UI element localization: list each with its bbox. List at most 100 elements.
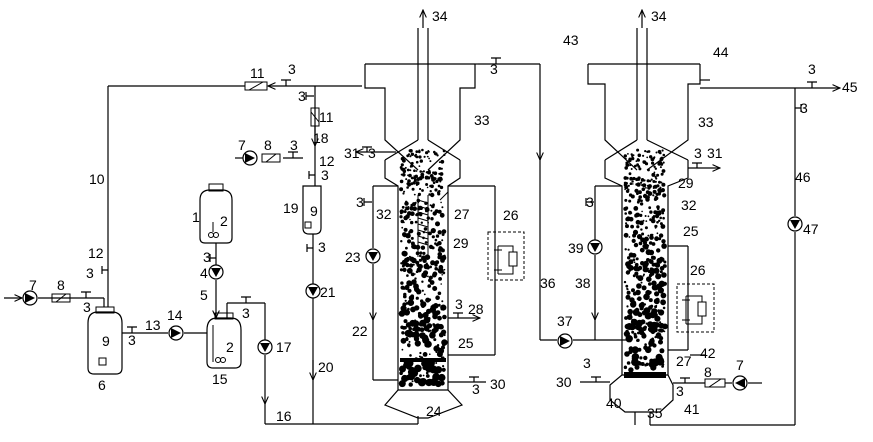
media-granule: [628, 157, 632, 161]
pump-39: [587, 239, 603, 255]
media-granule: [431, 204, 435, 209]
reactor-1: [364, 10, 478, 419]
media-granule: [426, 216, 430, 220]
label-20: 20: [318, 359, 334, 375]
media-granule: [442, 365, 445, 368]
media-granule: [637, 265, 643, 271]
media-granule: [405, 374, 411, 381]
media-granule: [644, 293, 649, 298]
media-granule: [660, 281, 666, 287]
label-34b: 34: [651, 8, 667, 24]
media-granule: [659, 321, 662, 324]
label-23: 23: [345, 249, 361, 265]
media-granule: [652, 326, 658, 333]
label-27a: 27: [454, 206, 470, 222]
media-granule: [425, 374, 430, 378]
media-granule: [637, 331, 640, 335]
media-granule: [641, 285, 647, 291]
media-granule: [430, 209, 433, 212]
label-13: 13: [145, 317, 161, 333]
media-granule: [640, 228, 643, 231]
media-granule: [408, 263, 414, 268]
media-granule: [436, 268, 439, 271]
label-34: 34: [432, 8, 448, 24]
reactor-2: [587, 10, 840, 425]
media-granule: [654, 315, 661, 322]
media-granule: [440, 159, 445, 164]
media-granule: [427, 284, 432, 288]
media-granule: [627, 184, 630, 187]
media-granule: [635, 160, 638, 163]
media-granule: [407, 299, 415, 307]
media-granule: [414, 201, 417, 204]
media-granule: [410, 220, 414, 225]
media-granule: [653, 184, 658, 189]
media-granule: [639, 202, 644, 206]
media-granule: [441, 274, 444, 276]
media-granule: [407, 239, 412, 244]
media-granule: [632, 154, 635, 157]
media-granule: [427, 323, 433, 329]
media-granule: [625, 270, 631, 275]
media-granule: [653, 156, 656, 159]
label-3r: 3: [586, 194, 594, 210]
media-granule: [644, 343, 647, 346]
media-granule: [661, 243, 667, 249]
media-granule: [410, 272, 415, 277]
label-11: 11: [250, 65, 265, 81]
media-granule: [648, 206, 652, 210]
media-granule: [632, 183, 634, 185]
media-granule: [642, 240, 648, 245]
media-granule: [402, 169, 407, 174]
media-granule: [419, 374, 422, 378]
media-granule: [430, 228, 436, 234]
media-granule: [646, 179, 650, 183]
tank-1: [199, 183, 233, 244]
media-granule: [400, 163, 404, 167]
media-granule: [646, 258, 650, 262]
media-granule: [408, 340, 411, 343]
media-granule: [644, 215, 647, 217]
label-40: 40: [606, 395, 622, 411]
media-granule: [625, 335, 633, 343]
media-granule: [658, 219, 661, 222]
media-granule: [417, 201, 420, 204]
label-3b: 3: [490, 61, 498, 77]
media-granule: [658, 233, 664, 238]
media-granule: [439, 249, 441, 252]
media-granule: [654, 236, 659, 242]
media-granule: [659, 222, 663, 226]
media-granule: [644, 312, 652, 320]
media-granule: [407, 288, 412, 293]
media-granule: [631, 156, 635, 161]
media-granule: [425, 271, 428, 274]
media-granule: [412, 320, 420, 327]
media-granule: [417, 311, 422, 316]
media-granule: [409, 354, 412, 357]
media-granule: [437, 267, 444, 274]
media-granule: [646, 267, 649, 271]
media-granule: [400, 305, 407, 312]
media-granule: [404, 329, 412, 337]
media-granule: [406, 154, 410, 158]
media-granule: [638, 195, 642, 199]
media-granule: [443, 153, 446, 156]
media-granule: [406, 186, 409, 189]
media-granule: [409, 149, 413, 153]
label-14: 14: [167, 307, 183, 323]
media-granule: [420, 356, 424, 360]
media-granule: [632, 258, 636, 262]
media-granule: [429, 160, 432, 163]
label-3g: 3: [290, 137, 298, 153]
media-granule: [427, 150, 430, 153]
media-granule: [414, 277, 417, 280]
media-granule: [624, 206, 629, 210]
media-granule: [651, 242, 656, 246]
media-granule: [425, 183, 429, 186]
media-granule: [662, 239, 666, 243]
media-granule: [625, 224, 629, 229]
media-granule: [661, 295, 664, 299]
media-granule: [433, 303, 439, 309]
media-granule: [662, 172, 664, 175]
media-granule: [414, 286, 420, 293]
